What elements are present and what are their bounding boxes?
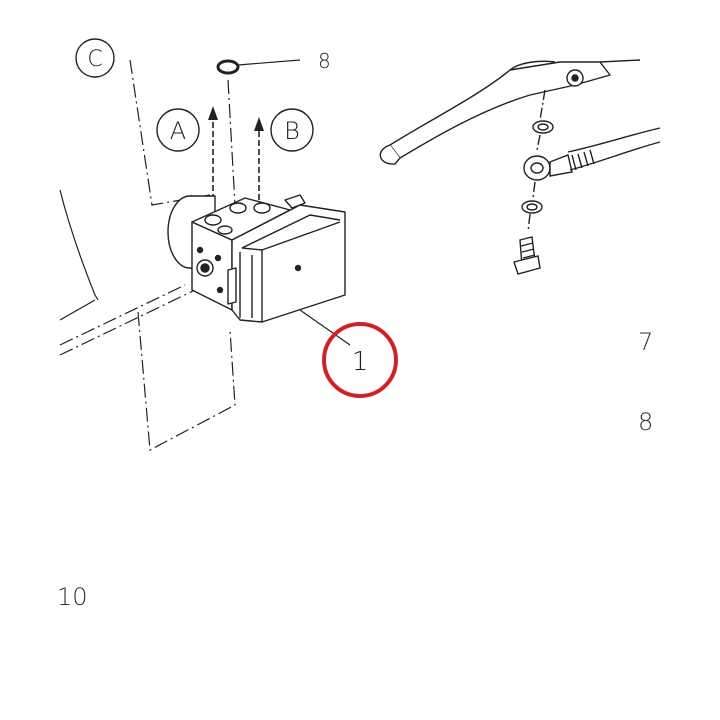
ref-8-top: 8 [216,49,331,75]
assembly-lines [59,59,236,451]
svg-text:8: 8 [318,49,331,73]
callout-b: B [270,108,314,152]
arrow-b [254,117,264,200]
leader-part-1 [299,309,351,346]
svg-text:1: 1 [352,347,369,377]
arrow-a [208,106,218,200]
page-number-10: 10 [57,583,88,611]
frame-outline [59,189,99,321]
page-number-8: 8 [638,408,654,436]
brake-lever [379,59,641,165]
callout-c: C [75,38,115,78]
callout-part-1: 1 [322,322,398,398]
svg-text:C: C [87,47,102,72]
page-number-7: 7 [638,328,654,356]
svg-text:A: A [170,117,186,145]
banjo-stack [513,89,661,275]
callout-a: A [156,108,200,152]
abs-unit [167,194,346,323]
svg-text:B: B [284,117,300,145]
